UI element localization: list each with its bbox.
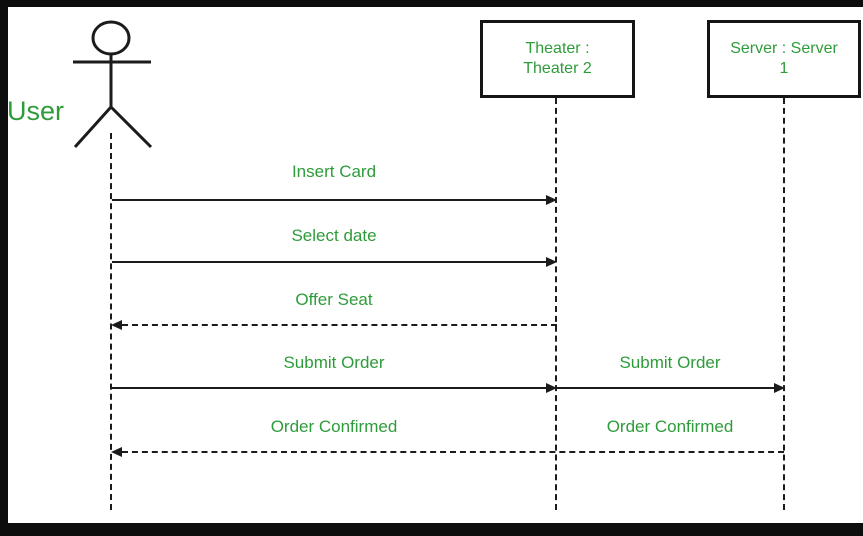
actor-head [91,20,131,56]
arrowhead-submit-order-left [546,383,557,393]
object-box-theater-line2: Theater 2 [523,60,592,77]
message-line-select-date [112,261,548,263]
window-border-left [0,0,8,536]
window-border-top [0,0,863,7]
actor-label: User [7,96,65,126]
object-box-server-line1: Server : Server [730,40,838,57]
message-line-insert-card [112,199,548,201]
arrowhead-insert-card [546,195,557,205]
message-label-select-date: Select date [291,226,377,245]
message-line-order-confirmed [122,451,784,453]
message-label-submit-order-right: Submit Order [619,353,721,372]
arrowhead-submit-order-right [774,383,785,393]
window-border-bottom [0,523,863,536]
object-box-theater-line1: Theater : [525,40,590,57]
object-box-theater: Theater : Theater 2 [480,20,635,98]
arrowhead-select-date [546,257,557,267]
object-box-server-line2: 1 [779,60,789,77]
message-label-submit-order-left: Submit Order [283,353,385,372]
actor-left-leg [73,105,113,149]
arrowhead-offer-seat [111,320,122,330]
message-label-order-confirmed-right: Order Confirmed [606,417,734,436]
object-box-server: Server : Server 1 [707,20,861,98]
actor-right-leg [109,105,153,149]
message-line-offer-seat [122,324,557,326]
message-label-order-confirmed-left: Order Confirmed [270,417,398,436]
message-line-submit-order-left [112,387,548,389]
user-actor-icon [73,20,153,149]
lifeline-server [783,98,785,510]
message-label-insert-card: Insert Card [291,162,377,181]
message-line-submit-order-right [557,387,776,389]
arrowhead-order-confirmed [111,447,122,457]
message-label-offer-seat: Offer Seat [295,290,373,309]
lifeline-theater [555,98,557,510]
